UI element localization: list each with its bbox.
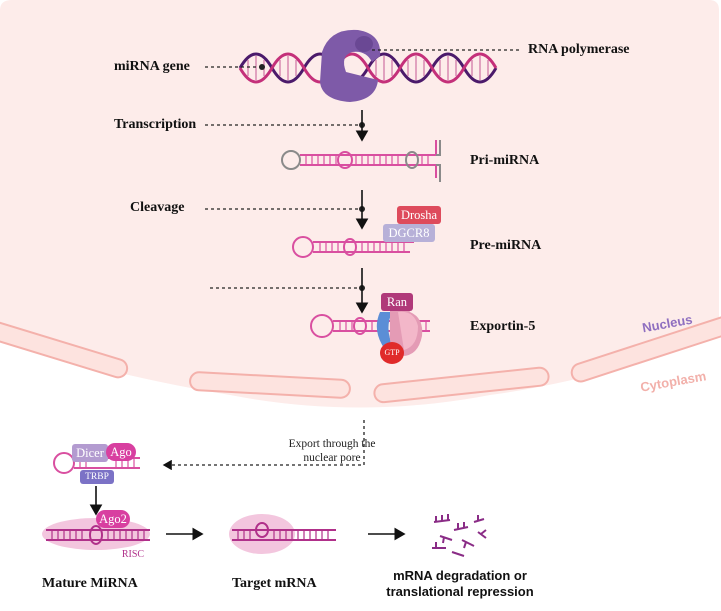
label-export-line2: nuclear pore (303, 452, 361, 464)
label-rna-polymerase: RNA polymerase (528, 42, 630, 57)
pri-mirna-shape (281, 140, 441, 182)
ago-protein: Ago (106, 443, 136, 461)
rna-polymerase-shape (320, 29, 381, 102)
label-outcome-line2: translational repression (386, 584, 534, 599)
label-pre-mirna: Pre-miRNA (470, 238, 542, 253)
label-target-mrna: Target mRNA (232, 576, 317, 591)
target-mrna-shape (229, 514, 336, 554)
ran-protein: Ran (381, 293, 413, 311)
dna-helix (238, 52, 498, 84)
risc-label: RISC (121, 549, 145, 560)
label-transcription: Transcription (114, 117, 197, 132)
pre-mirna-shape (292, 236, 414, 258)
label-export-line1: Export through the (288, 438, 376, 450)
gtp-molecule: GTP (380, 342, 404, 364)
label-mature-mirna: Mature MiRNA (42, 576, 138, 591)
dgcr8-protein: DGCR8 (383, 224, 435, 242)
ago2-protein: Ago2 (96, 510, 130, 528)
label-exportin5: Exportin-5 (470, 319, 536, 334)
trbp-protein: TRBP (80, 470, 114, 484)
nuclear-envelope (0, 315, 721, 404)
leader-lines (205, 49, 522, 289)
export-arrow (162, 420, 365, 471)
nucleus-region (0, 0, 719, 408)
label-mirna-gene: miRNA gene (114, 59, 190, 74)
label-cleavage: Cleavage (130, 200, 185, 215)
degraded-fragments (432, 514, 487, 557)
drosha-protein: Drosha (397, 206, 441, 224)
label-outcome-line1: mRNA degradation or (393, 568, 527, 583)
label-pri-mirna: Pri-miRNA (470, 153, 540, 168)
dicer-protein: Dicer (72, 444, 108, 462)
